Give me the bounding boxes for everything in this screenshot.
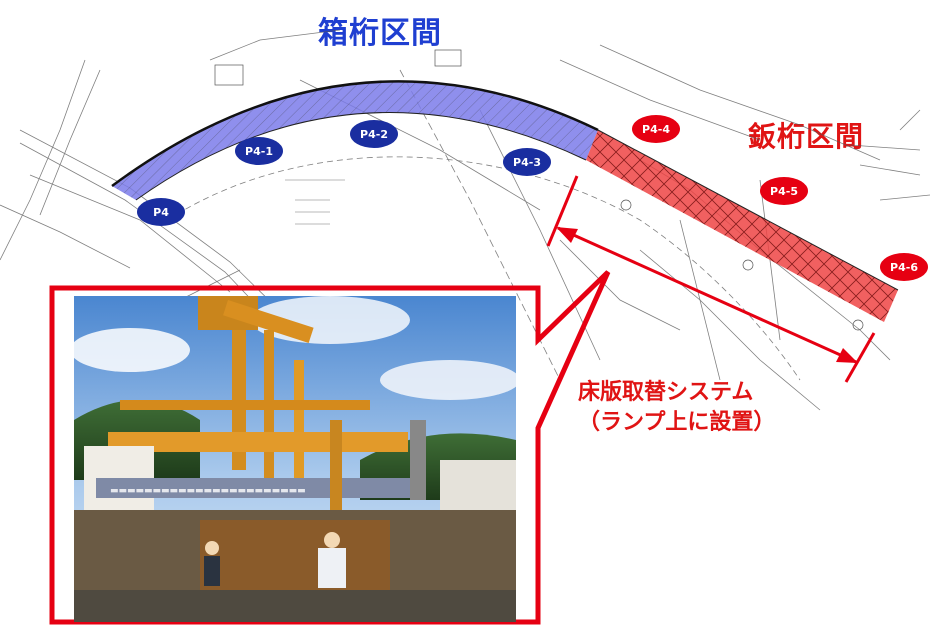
- pier-marker-p4-1: P4-1: [235, 137, 283, 165]
- pier-label-p4-3: P4-3: [513, 156, 541, 169]
- system-extent-arrow: [546, 175, 876, 383]
- system-label-line1: 床版取替システム: [578, 380, 754, 405]
- plate-girder-section-title: 鈑桁区間: [748, 120, 865, 153]
- pier-label-p4: P4: [153, 206, 169, 219]
- pier-label-p4-6: P4-6: [890, 261, 918, 274]
- pier-label-p4-4: P4-4: [642, 123, 670, 136]
- box-girder-band: [111, 80, 599, 201]
- pier-label-p4-1: P4-1: [245, 145, 273, 158]
- pier-label-p4-5: P4-5: [770, 185, 798, 198]
- plate-girder-band: [586, 129, 899, 322]
- pier-marker-p4-5: P4-5: [760, 177, 808, 205]
- system-label-line2: （ランプ上に設置）: [578, 410, 776, 435]
- pier-marker-p4-2: P4-2: [350, 120, 398, 148]
- pier-marker-p4: P4: [137, 198, 185, 226]
- slab-replacement-system-label: 床版取替システム （ランプ上に設置）: [578, 378, 775, 438]
- svg-text:▬▬▬▬▬▬▬▬▬▬▬▬▬▬▬▬▬▬▬▬▬▬▬: ▬▬▬▬▬▬▬▬▬▬▬▬▬▬▬▬▬▬▬▬▬▬▬: [110, 486, 306, 496]
- construction-photo: ▬▬▬▬▬▬▬▬▬▬▬▬▬▬▬▬▬▬▬▬▬▬▬: [74, 296, 516, 622]
- pier-label-p4-2: P4-2: [360, 128, 388, 141]
- pier-marker-p4-3: P4-3: [503, 148, 551, 176]
- pier-marker-p4-4: P4-4: [632, 115, 680, 143]
- drawing-notes: [214, 49, 864, 331]
- pier-marker-p4-6: P4-6: [880, 253, 928, 281]
- box-girder-section-title: 箱桁区間: [318, 16, 442, 51]
